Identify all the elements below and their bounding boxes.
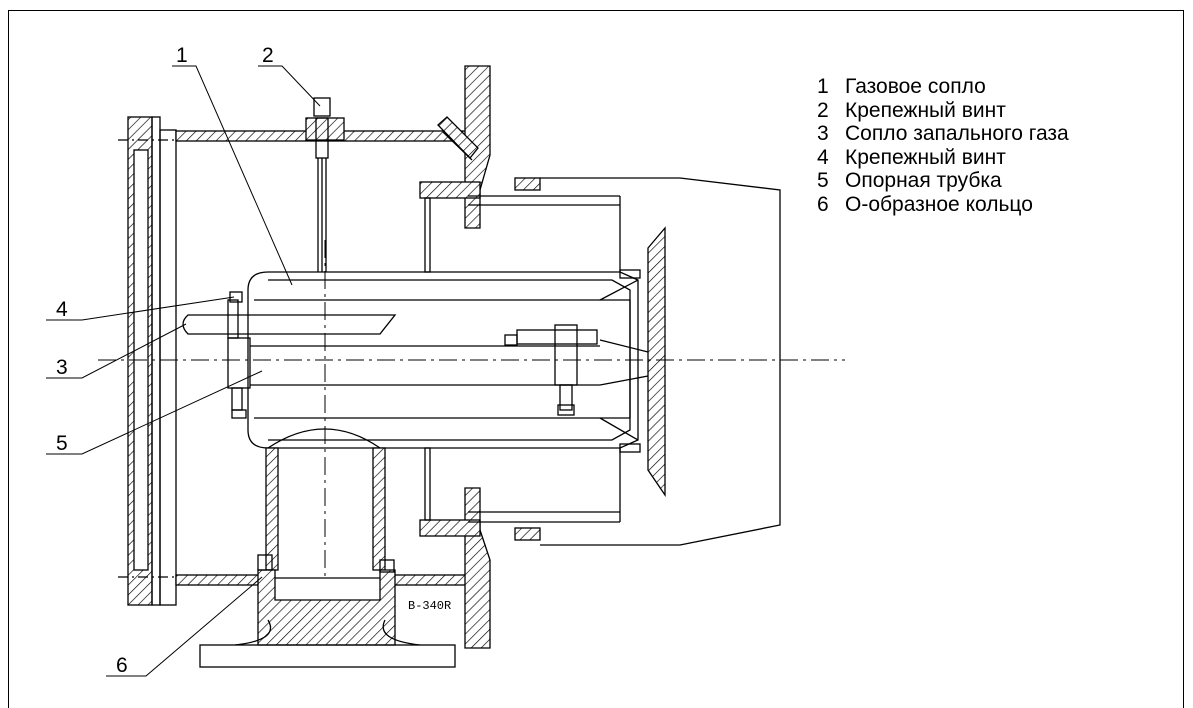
legend-label: О-образное кольцо: [845, 192, 1033, 216]
legend-item: 3 Сопло запального газа: [817, 122, 1069, 146]
sight-nozzle: [437, 116, 479, 161]
drawing-frame: [8, 10, 1184, 708]
legend-item: 1 Газовое сопло: [817, 75, 1069, 99]
burner-throat: [468, 177, 781, 546]
callout-labels: 1 2 4 3 5 6 B-340R: [56, 44, 451, 677]
legend-number: 4: [817, 145, 829, 169]
legend-label: Крепежный винт: [845, 98, 1006, 122]
legend-item: 4 Крепежный винт: [817, 146, 1069, 170]
callout-5: 5: [56, 432, 68, 455]
legend-label: Крепежный винт: [845, 145, 1006, 169]
legend-number: 2: [817, 98, 829, 122]
legend-item: 5 Опорная трубка: [817, 169, 1069, 193]
pilot-gas-nozzle: [182, 291, 397, 419]
fixing-screw-top: [305, 97, 345, 272]
legend-number: 6: [817, 192, 829, 216]
support-tube: [250, 324, 600, 416]
stabilizer-disc: [599, 226, 666, 498]
callout-6: 6: [116, 654, 128, 677]
legend-number: 3: [817, 122, 829, 146]
wall-plate: [419, 65, 491, 649]
callout-2: 2: [262, 44, 274, 67]
legend-number: 5: [817, 169, 829, 193]
legend-item: 2 Крепежный винт: [817, 99, 1069, 123]
callout-3: 3: [56, 356, 68, 379]
callout-1: 1: [176, 44, 188, 67]
housing: [175, 130, 486, 586]
legend-item: 6 О-образное кольцо: [817, 193, 1069, 217]
legend-label: Сопло запального газа: [845, 122, 1069, 146]
leader-lines: [46, 65, 321, 677]
gas-inlet-pipe: [199, 428, 456, 668]
center-lines: [98, 240, 845, 580]
drawing-code: B-340R: [408, 599, 451, 613]
legend-number: 1: [817, 75, 829, 98]
legend-label: Газовое сопло: [845, 75, 986, 98]
left-flange: [118, 116, 177, 606]
callout-4: 4: [56, 298, 68, 321]
legend-label: Опорная трубка: [845, 169, 1002, 193]
